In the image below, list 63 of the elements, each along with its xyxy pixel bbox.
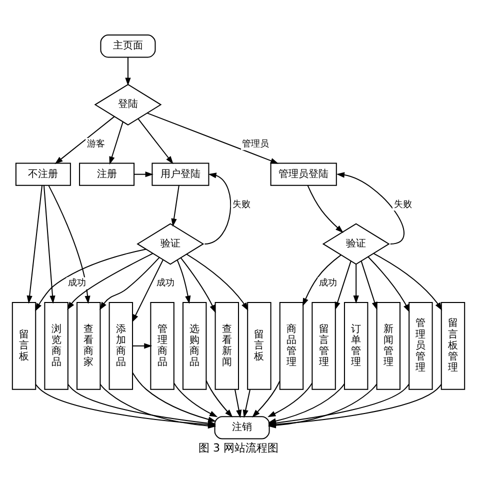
caption: 图 3 网站流程图 (198, 441, 279, 454)
arrow (138, 118, 174, 164)
node-box: 留言板 (247, 302, 272, 390)
arrow (147, 112, 279, 164)
node-box: 留言管理 (312, 302, 336, 390)
node-box: 注销 (214, 416, 270, 439)
arrow (336, 172, 404, 244)
arrow (307, 184, 344, 232)
arrow (368, 256, 410, 312)
node-box: 主页面 (100, 34, 156, 58)
arrow (132, 372, 216, 422)
arrow (125, 56, 131, 86)
node-box: 注册 (79, 162, 135, 186)
edge-label: 失败 (394, 199, 412, 210)
arrow (100, 256, 160, 310)
arrow (134, 171, 154, 177)
arrow (171, 185, 180, 226)
node-box: 订单管理 (344, 302, 368, 390)
arrow (186, 253, 248, 310)
node-box: 添加商品 (108, 302, 134, 390)
arrow (302, 254, 342, 306)
arrow (35, 248, 146, 311)
node-diamond: 登陆 (94, 83, 162, 125)
node-box: 管理商品 (150, 302, 174, 390)
node-box: 新闻管理 (376, 302, 400, 390)
edge-label: 管理员 (242, 138, 270, 149)
node-box: 商品管理 (279, 302, 304, 390)
arrow (252, 380, 280, 417)
arrow (242, 389, 250, 418)
arrow (204, 172, 232, 244)
arrow (360, 260, 378, 310)
arrow (26, 184, 43, 304)
arrow (176, 259, 191, 304)
arrow (234, 389, 242, 418)
arrow (353, 264, 359, 304)
arrow (206, 380, 233, 417)
edge-label: 成功 (156, 278, 175, 288)
edge-label: 游客 (87, 138, 106, 149)
node-box: 留言板 (12, 302, 36, 390)
arrow (373, 252, 442, 310)
node-box: 留言板管理 (440, 302, 466, 390)
edge-label: 成功 (319, 278, 338, 288)
node-box: 选购商品 (182, 302, 207, 390)
edge-label: 成功 (68, 278, 86, 288)
node-box: 管理员管理 (408, 302, 433, 390)
arrow (268, 382, 313, 417)
node-box: 用户登陆 (152, 162, 210, 186)
arrow (132, 342, 152, 348)
arrow (43, 184, 56, 304)
node-box: 查看商家 (76, 302, 101, 390)
node-box: 浏览商品 (44, 302, 68, 390)
arrow (48, 184, 90, 304)
arrow (334, 260, 352, 310)
node-box: 管理员登陆 (270, 162, 337, 186)
arrow (174, 382, 218, 417)
arrow (54, 116, 115, 164)
arrow (132, 259, 164, 322)
node-box: 不注册 (15, 162, 71, 186)
arrow (109, 121, 124, 164)
node-box: 查看新闻 (214, 302, 239, 390)
arrow (180, 257, 216, 313)
edge-label: 失败 (232, 199, 250, 210)
node-diamond: 验证 (136, 222, 204, 264)
